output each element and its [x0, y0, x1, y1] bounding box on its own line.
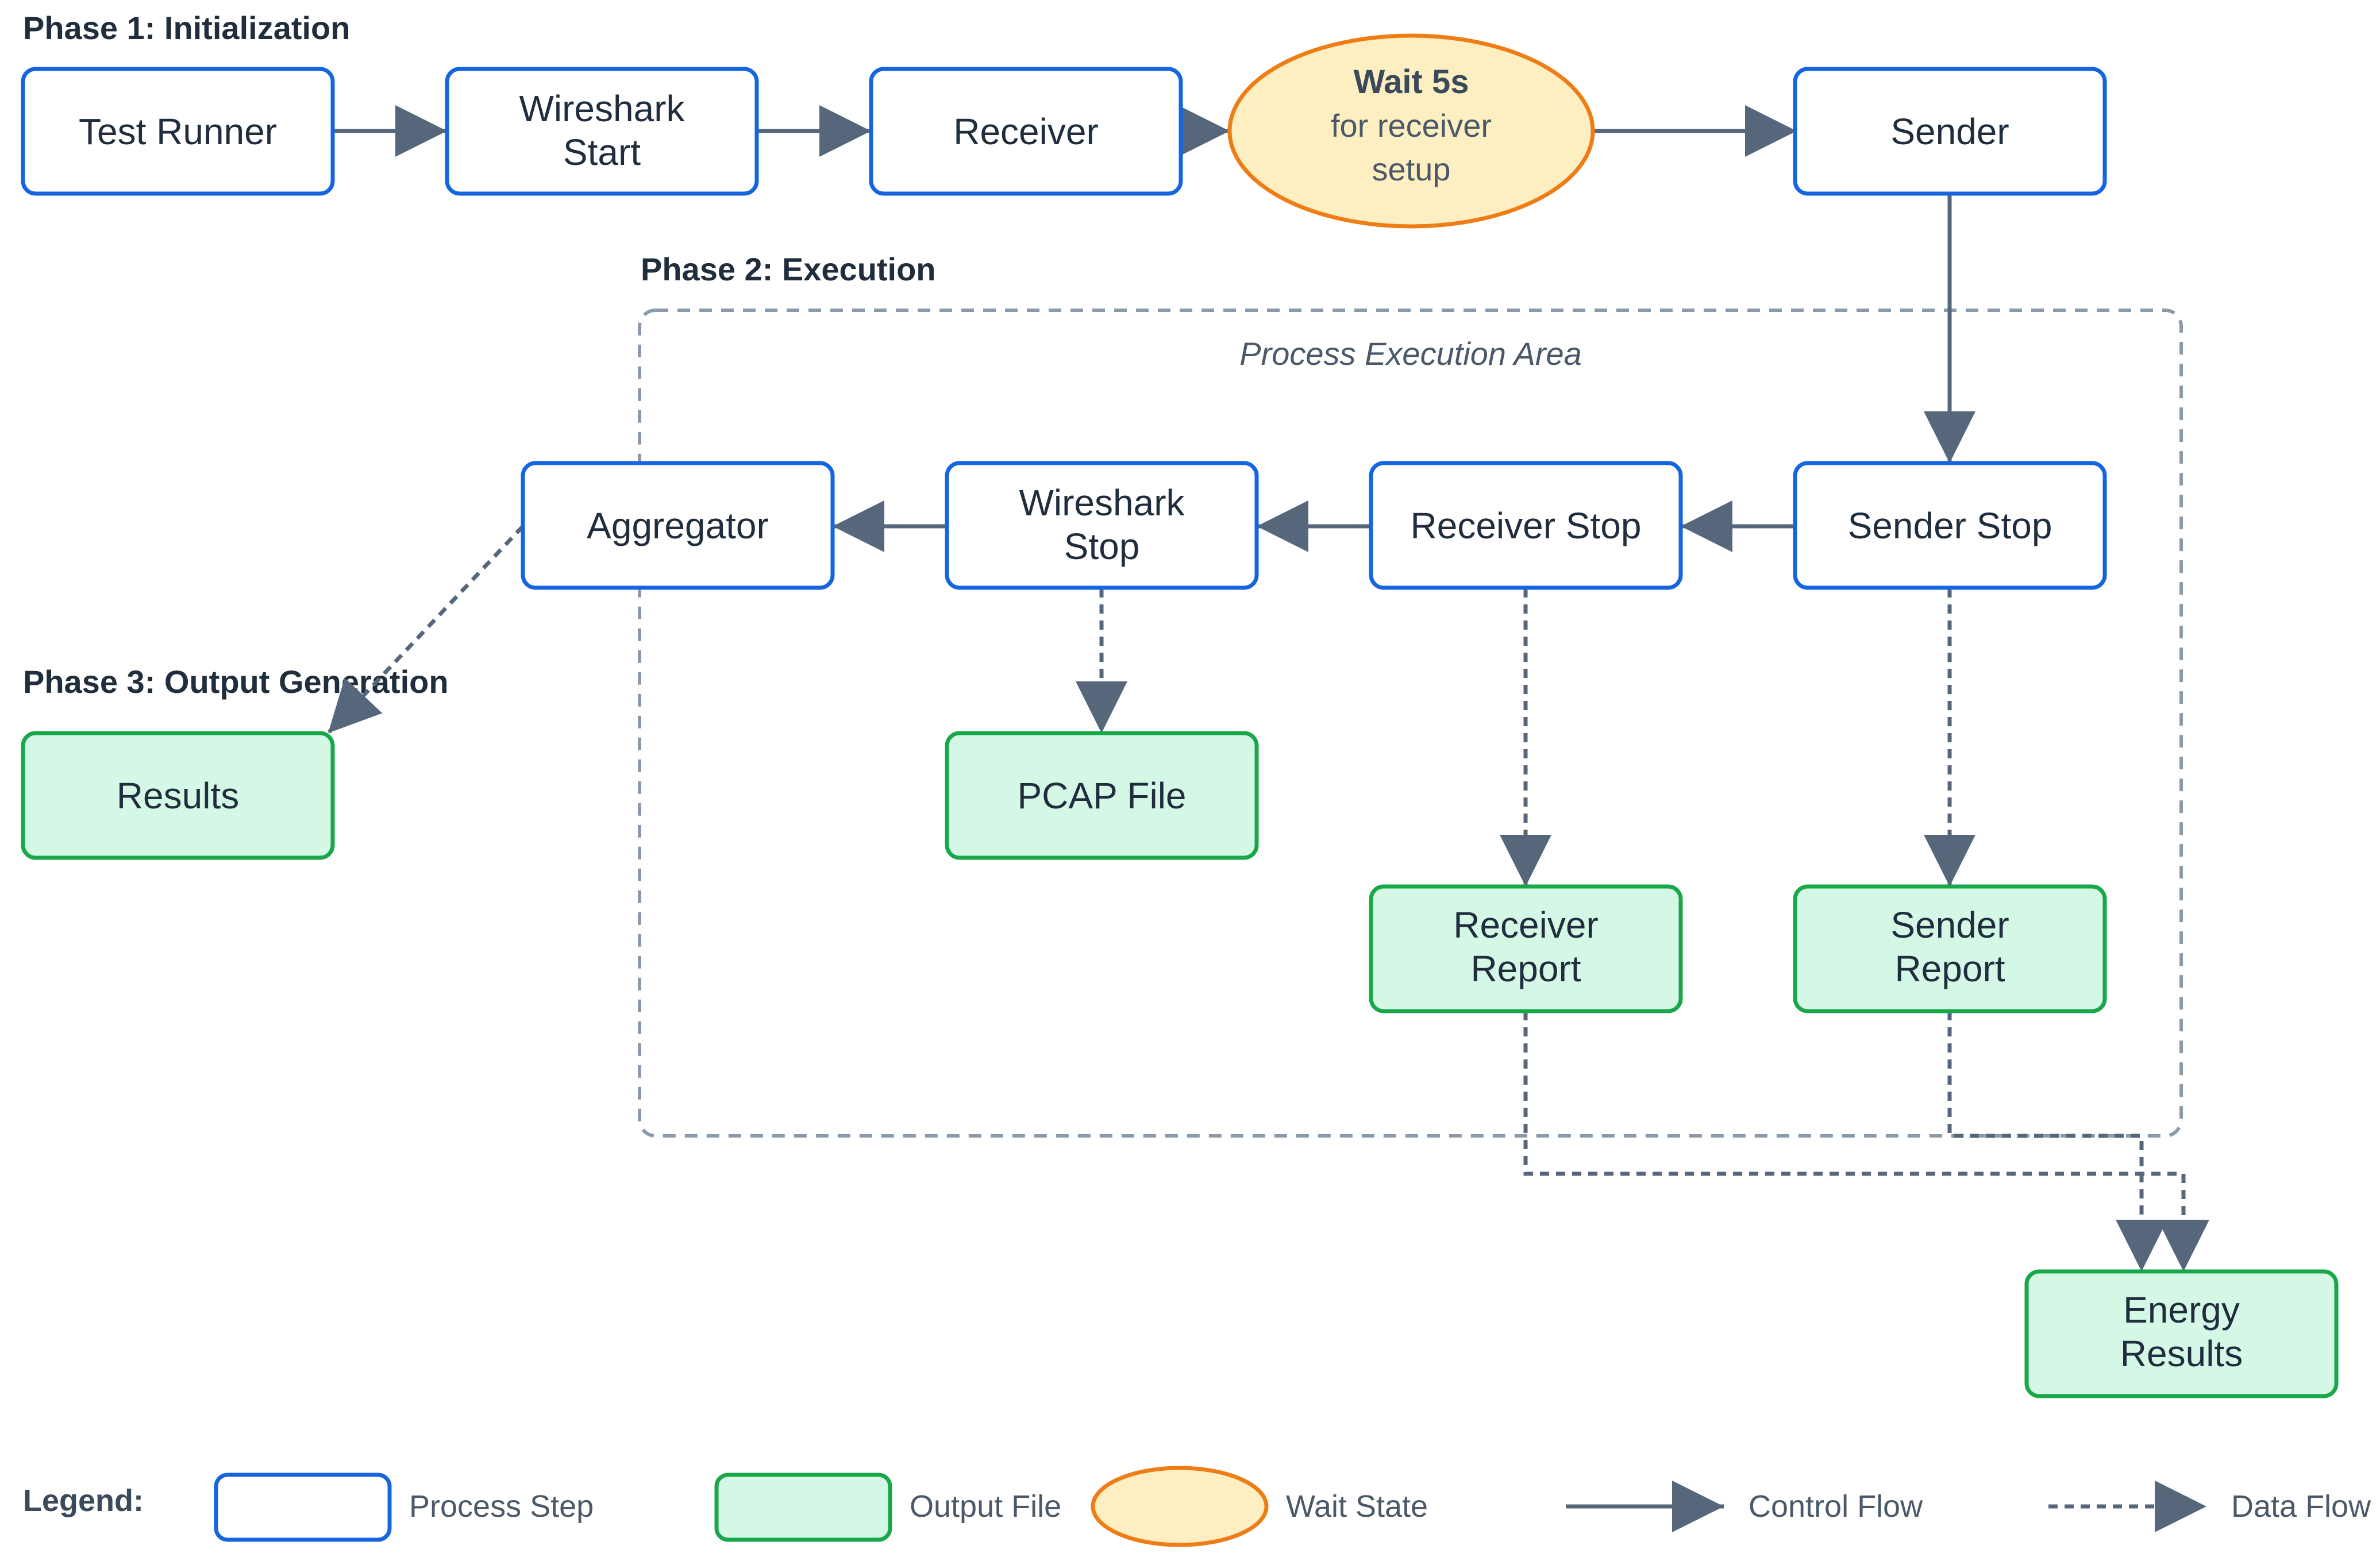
energy-results-label-line1: Energy [2123, 1289, 2240, 1331]
energy-results-node: Energy Results [2024, 1269, 2339, 1398]
phase-3-label: Phase 3: Output Generation [23, 664, 449, 700]
sender-box [1793, 67, 2107, 196]
sender-label: Sender [1890, 111, 2009, 152]
wait-ellipse [1227, 33, 1595, 229]
edge-aggregator-to-results [326, 525, 525, 735]
receiver-report-label-line2: Report [1470, 948, 1581, 989]
edge-receiver-report-to-energy [1523, 1011, 2209, 1271]
receiver-box [869, 67, 1183, 196]
legend: Legend: Process Step Output File Wait St… [23, 1466, 2371, 1547]
phase-1-label: Phase 1: Initialization [23, 10, 350, 46]
wait-title: Wait 5s [1354, 63, 1469, 101]
process-execution-area-label: Process Execution Area [1239, 336, 1582, 372]
aggregator-node: Aggregator [521, 461, 835, 590]
legend-output-swatch [714, 1473, 892, 1542]
legend-title: Legend: [23, 1483, 144, 1518]
wait-node: Wait 5s for receiver setup [1227, 33, 1595, 229]
pcap-file-node: PCAP File [945, 731, 1259, 860]
legend-output-label: Output File [910, 1489, 1061, 1524]
test-runner-node: Test Runner [21, 67, 335, 196]
wireshark-stop-node: Wireshark Stop [945, 461, 1259, 590]
receiver-label: Receiver [953, 111, 1099, 152]
results-box [21, 731, 335, 860]
aggregator-box [521, 461, 835, 590]
receiver-node: Receiver [869, 67, 1183, 196]
pcap-file-box [945, 731, 1259, 860]
legend-control-label: Control Flow [1749, 1489, 1923, 1524]
receiver-report-label-line1: Receiver [1453, 904, 1599, 946]
energy-results-box [2024, 1269, 2339, 1398]
wireshark-start-label-line2: Start [563, 132, 641, 173]
wireshark-stop-box [945, 461, 1259, 590]
process-execution-area [638, 309, 2183, 1138]
wait-line1: for receiver [1331, 107, 1492, 144]
sender-report-label-line2: Report [1894, 948, 2005, 989]
edge-sender-report-to-energy [1947, 1011, 2167, 1271]
sender-report-label-line1: Sender [1890, 904, 2009, 946]
wireshark-start-box [445, 67, 759, 196]
legend-wait-swatch [1091, 1466, 1269, 1547]
receiver-stop-box [1369, 461, 1683, 590]
wait-line2: setup [1372, 151, 1451, 187]
legend-process-swatch [214, 1473, 392, 1542]
wireshark-start-node: Wireshark Start [445, 67, 759, 196]
energy-results-label-line2: Results [2120, 1333, 2243, 1374]
legend-process-label: Process Step [409, 1489, 594, 1524]
results-node: Results [21, 731, 335, 860]
sender-stop-box [1793, 461, 2107, 590]
sender-report-box [1793, 884, 2107, 1013]
receiver-report-box [1369, 884, 1683, 1013]
results-label: Results [117, 775, 239, 816]
wireshark-stop-label-line2: Stop [1064, 526, 1140, 567]
test-runner-label: Test Runner [79, 111, 277, 152]
test-runner-box [21, 67, 335, 196]
receiver-stop-label: Receiver Stop [1411, 505, 1642, 546]
sender-stop-node: Sender Stop [1793, 461, 2107, 590]
legend-wait-label: Wait State [1286, 1489, 1428, 1524]
legend-data-label: Data Flow [2231, 1489, 2371, 1524]
phase-2-label: Phase 2: Execution [641, 251, 936, 287]
receiver-stop-node: Receiver Stop [1369, 461, 1683, 590]
wireshark-stop-label-line1: Wireshark [1019, 482, 1185, 523]
sender-node: Sender [1793, 67, 2107, 196]
pcap-file-label: PCAP File [1017, 775, 1186, 816]
receiver-report-node: Receiver Report [1369, 884, 1683, 1013]
sender-stop-label: Sender Stop [1848, 505, 2052, 546]
wireshark-start-label-line1: Wireshark [519, 88, 685, 129]
sender-report-node: Sender Report [1793, 884, 2107, 1013]
aggregator-label: Aggregator [587, 505, 769, 546]
